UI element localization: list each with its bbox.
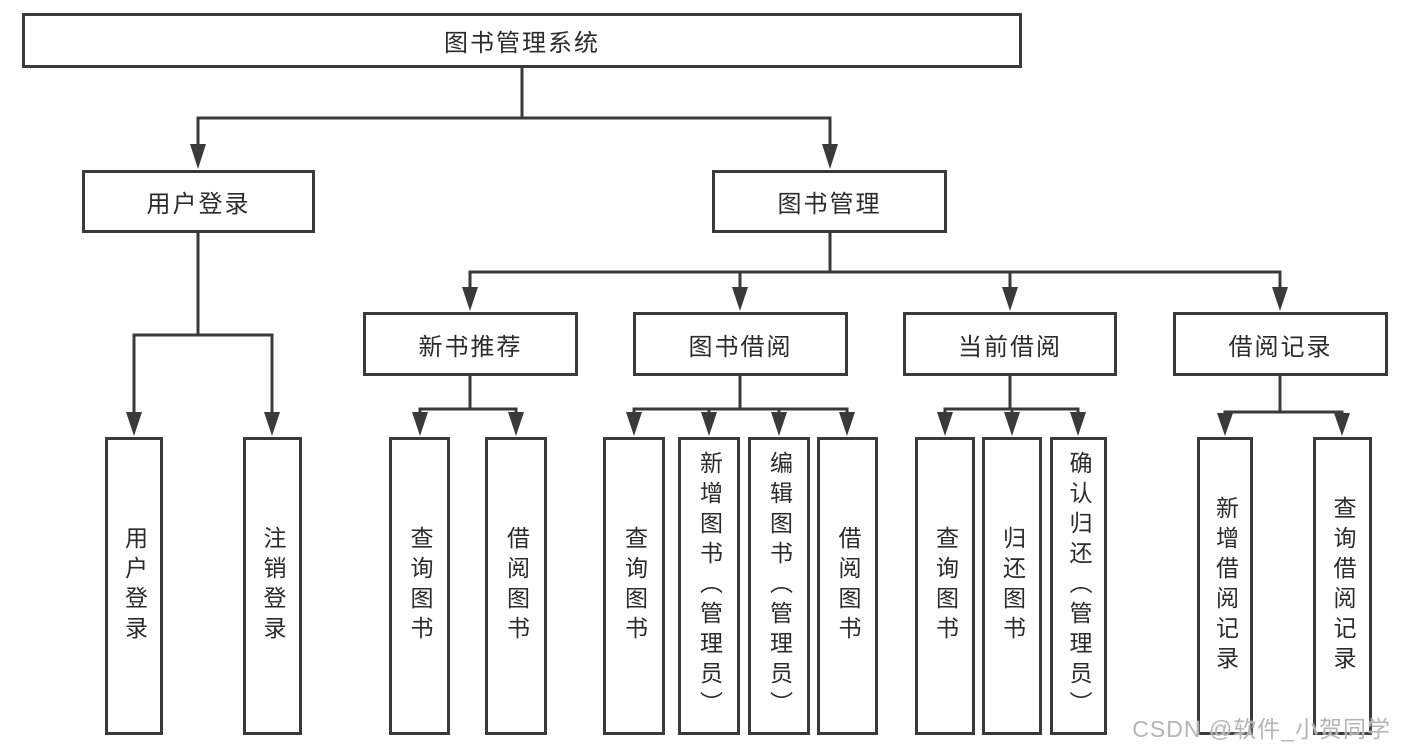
leaf-confirm-return-admin: 确认归还（管理员） [1050,437,1107,735]
node-user-login-label: 用户登录 [146,191,251,218]
leaf-borrow-books: 借阅图书 [817,437,878,735]
node-current-borrow: 当前借阅 [903,312,1117,376]
leaf-logout-label: 注销登录 [260,526,286,646]
node-book-borrow-label: 图书借阅 [688,333,793,361]
node-library-system: 图书管理系统 [22,13,1022,68]
leaf-query-books-current: 查询图书 [915,437,975,735]
node-library-system-label: 图书管理系统 [444,30,600,57]
leaf-confirm-return-admin-label: 确认归还（管理员） [1066,451,1092,721]
leaf-query-books-recommend: 查询图书 [389,437,450,735]
leaf-borrow-books-recommend-label: 借阅图书 [503,526,530,646]
leaf-user-login-label: 用户登录 [121,526,148,646]
leaf-add-book-admin: 新增图书（管理员） [678,437,740,735]
node-new-book-recommend-label: 新书推荐 [418,333,523,361]
leaf-query-borrow-record: 查询借阅记录 [1313,437,1372,735]
leaf-query-books-current-label: 查询图书 [932,526,959,646]
leaf-return-books: 归还图书 [982,437,1042,735]
node-user-login: 用户登录 [82,170,315,233]
leaf-query-books-borrow-label: 查询图书 [621,526,648,646]
leaf-query-books-borrow: 查询图书 [603,437,665,735]
leaf-add-borrow-record: 新增借阅记录 [1197,437,1253,735]
csdn-watermark: CSDN @软件_小贺同学 [1132,716,1391,742]
leaf-edit-book-admin-label: 编辑图书（管理员） [766,451,793,721]
leaf-edit-book-admin: 编辑图书（管理员） [748,437,810,735]
node-book-management-label: 图书管理 [777,191,882,218]
node-book-borrow: 图书借阅 [633,312,848,376]
leaf-query-books-recommend-label: 查询图书 [407,526,433,646]
node-current-borrow-label: 当前借阅 [958,333,1062,361]
leaf-return-books-label: 归还图书 [999,526,1026,646]
leaf-borrow-books-label: 借阅图书 [835,526,861,646]
leaf-add-book-admin-label: 新增图书（管理员） [696,451,723,721]
node-borrow-records-label: 借阅记录 [1228,333,1333,361]
node-book-management: 图书管理 [712,170,947,233]
leaf-borrow-books-recommend: 借阅图书 [485,437,547,735]
leaf-add-borrow-record-label: 新增借阅记录 [1212,496,1239,676]
leaf-query-borrow-record-label: 查询借阅记录 [1330,496,1356,676]
leaf-logout: 注销登录 [243,437,302,735]
node-new-book-recommend: 新书推荐 [363,312,578,376]
leaf-user-login: 用户登录 [105,437,163,735]
node-borrow-records: 借阅记录 [1173,312,1388,376]
